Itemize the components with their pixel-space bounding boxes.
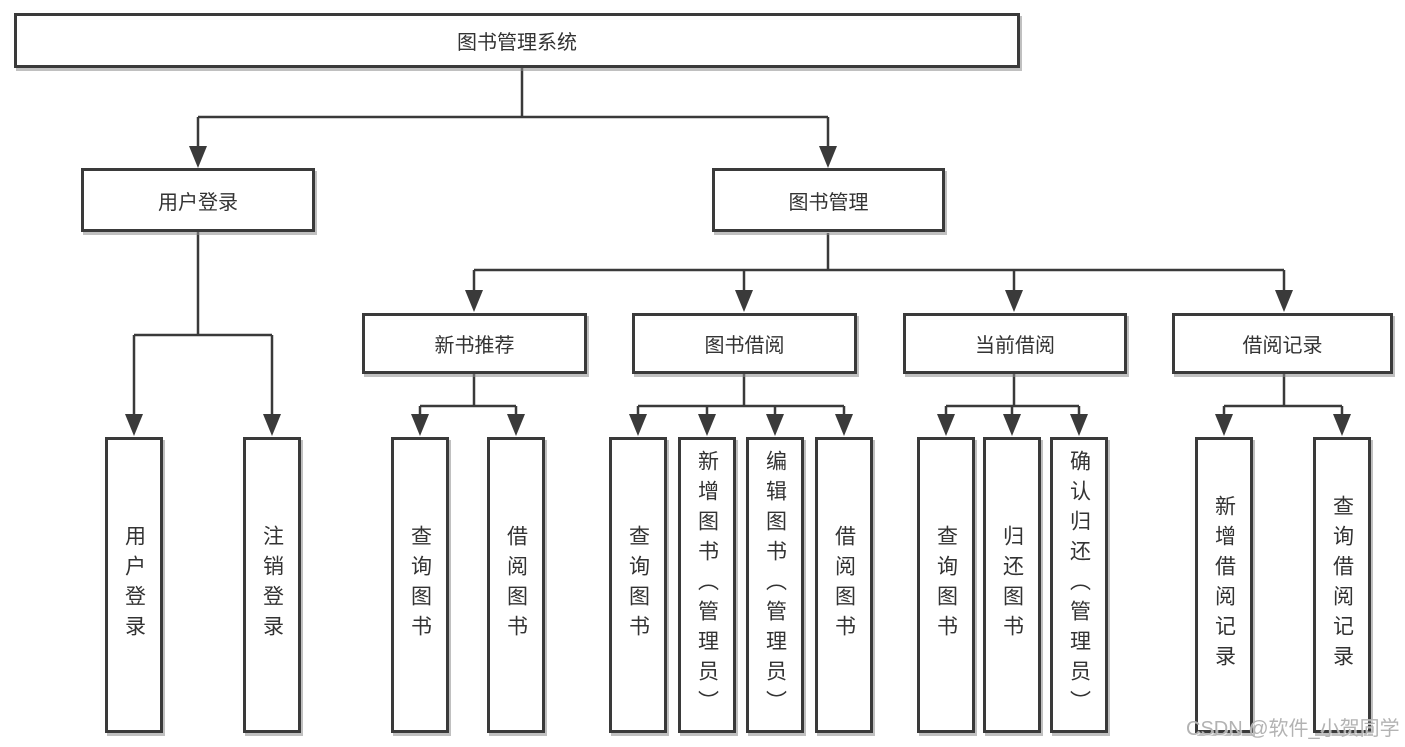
leaf-query-borrow-record: 查询借阅记录 bbox=[1313, 437, 1371, 733]
leaf-edit-book-admin: 编辑图书（管理员） bbox=[746, 437, 804, 733]
leaf-label: 查询图书 bbox=[408, 525, 432, 645]
node-borrow-record: 借阅记录 bbox=[1172, 313, 1393, 374]
leaf-user-login: 用户登录 bbox=[105, 437, 163, 733]
leaf-label: 确认归还（管理员） bbox=[1067, 450, 1091, 720]
node-label: 借阅记录 bbox=[1242, 335, 1323, 357]
leaf-label: 新增图书（管理员） bbox=[695, 450, 719, 720]
leaf-return-book: 归还图书 bbox=[983, 437, 1041, 733]
leaf-query-book-recommend: 查询图书 bbox=[391, 437, 449, 733]
leaf-query-book-borrow: 查询图书 bbox=[609, 437, 667, 733]
leaf-add-book-admin: 新增图书（管理员） bbox=[678, 437, 736, 733]
node-label: 当前借阅 bbox=[975, 335, 1055, 357]
node-label: 图书借阅 bbox=[704, 335, 785, 357]
csdn-watermark: CSDN @软件_小贺同学 bbox=[1186, 718, 1400, 740]
node-root-system: 图书管理系统 bbox=[14, 13, 1020, 68]
node-label: 新书推荐 bbox=[434, 335, 515, 357]
leaf-label: 归还图书 bbox=[1000, 525, 1024, 645]
leaf-label: 查询借阅记录 bbox=[1330, 495, 1354, 675]
node-book-management: 图书管理 bbox=[712, 168, 945, 232]
leaf-label: 查询图书 bbox=[934, 525, 958, 645]
node-label: 图书管理 bbox=[788, 191, 869, 214]
leaf-label: 新增借阅记录 bbox=[1212, 495, 1236, 675]
node-label: 图书管理系统 bbox=[457, 32, 577, 54]
node-current-borrow: 当前借阅 bbox=[903, 313, 1127, 374]
leaf-query-book-current: 查询图书 bbox=[917, 437, 975, 733]
node-label: 用户登录 bbox=[158, 191, 238, 214]
leaf-borrow-book: 借阅图书 bbox=[815, 437, 873, 733]
node-new-book-recommend: 新书推荐 bbox=[362, 313, 587, 374]
leaf-confirm-return-admin: 确认归还（管理员） bbox=[1050, 437, 1108, 733]
leaf-label: 借阅图书 bbox=[832, 525, 856, 645]
leaf-label: 编辑图书（管理员） bbox=[763, 450, 787, 720]
leaf-borrow-book-recommend: 借阅图书 bbox=[487, 437, 545, 733]
node-user-login: 用户登录 bbox=[81, 168, 315, 232]
leaf-label: 借阅图书 bbox=[504, 525, 528, 645]
leaf-label: 查询图书 bbox=[626, 525, 650, 645]
leaf-label: 注销登录 bbox=[260, 525, 284, 645]
leaf-label: 用户登录 bbox=[122, 525, 146, 645]
leaf-logout: 注销登录 bbox=[243, 437, 301, 733]
node-book-borrow: 图书借阅 bbox=[632, 313, 857, 374]
leaf-add-borrow-record: 新增借阅记录 bbox=[1195, 437, 1253, 733]
